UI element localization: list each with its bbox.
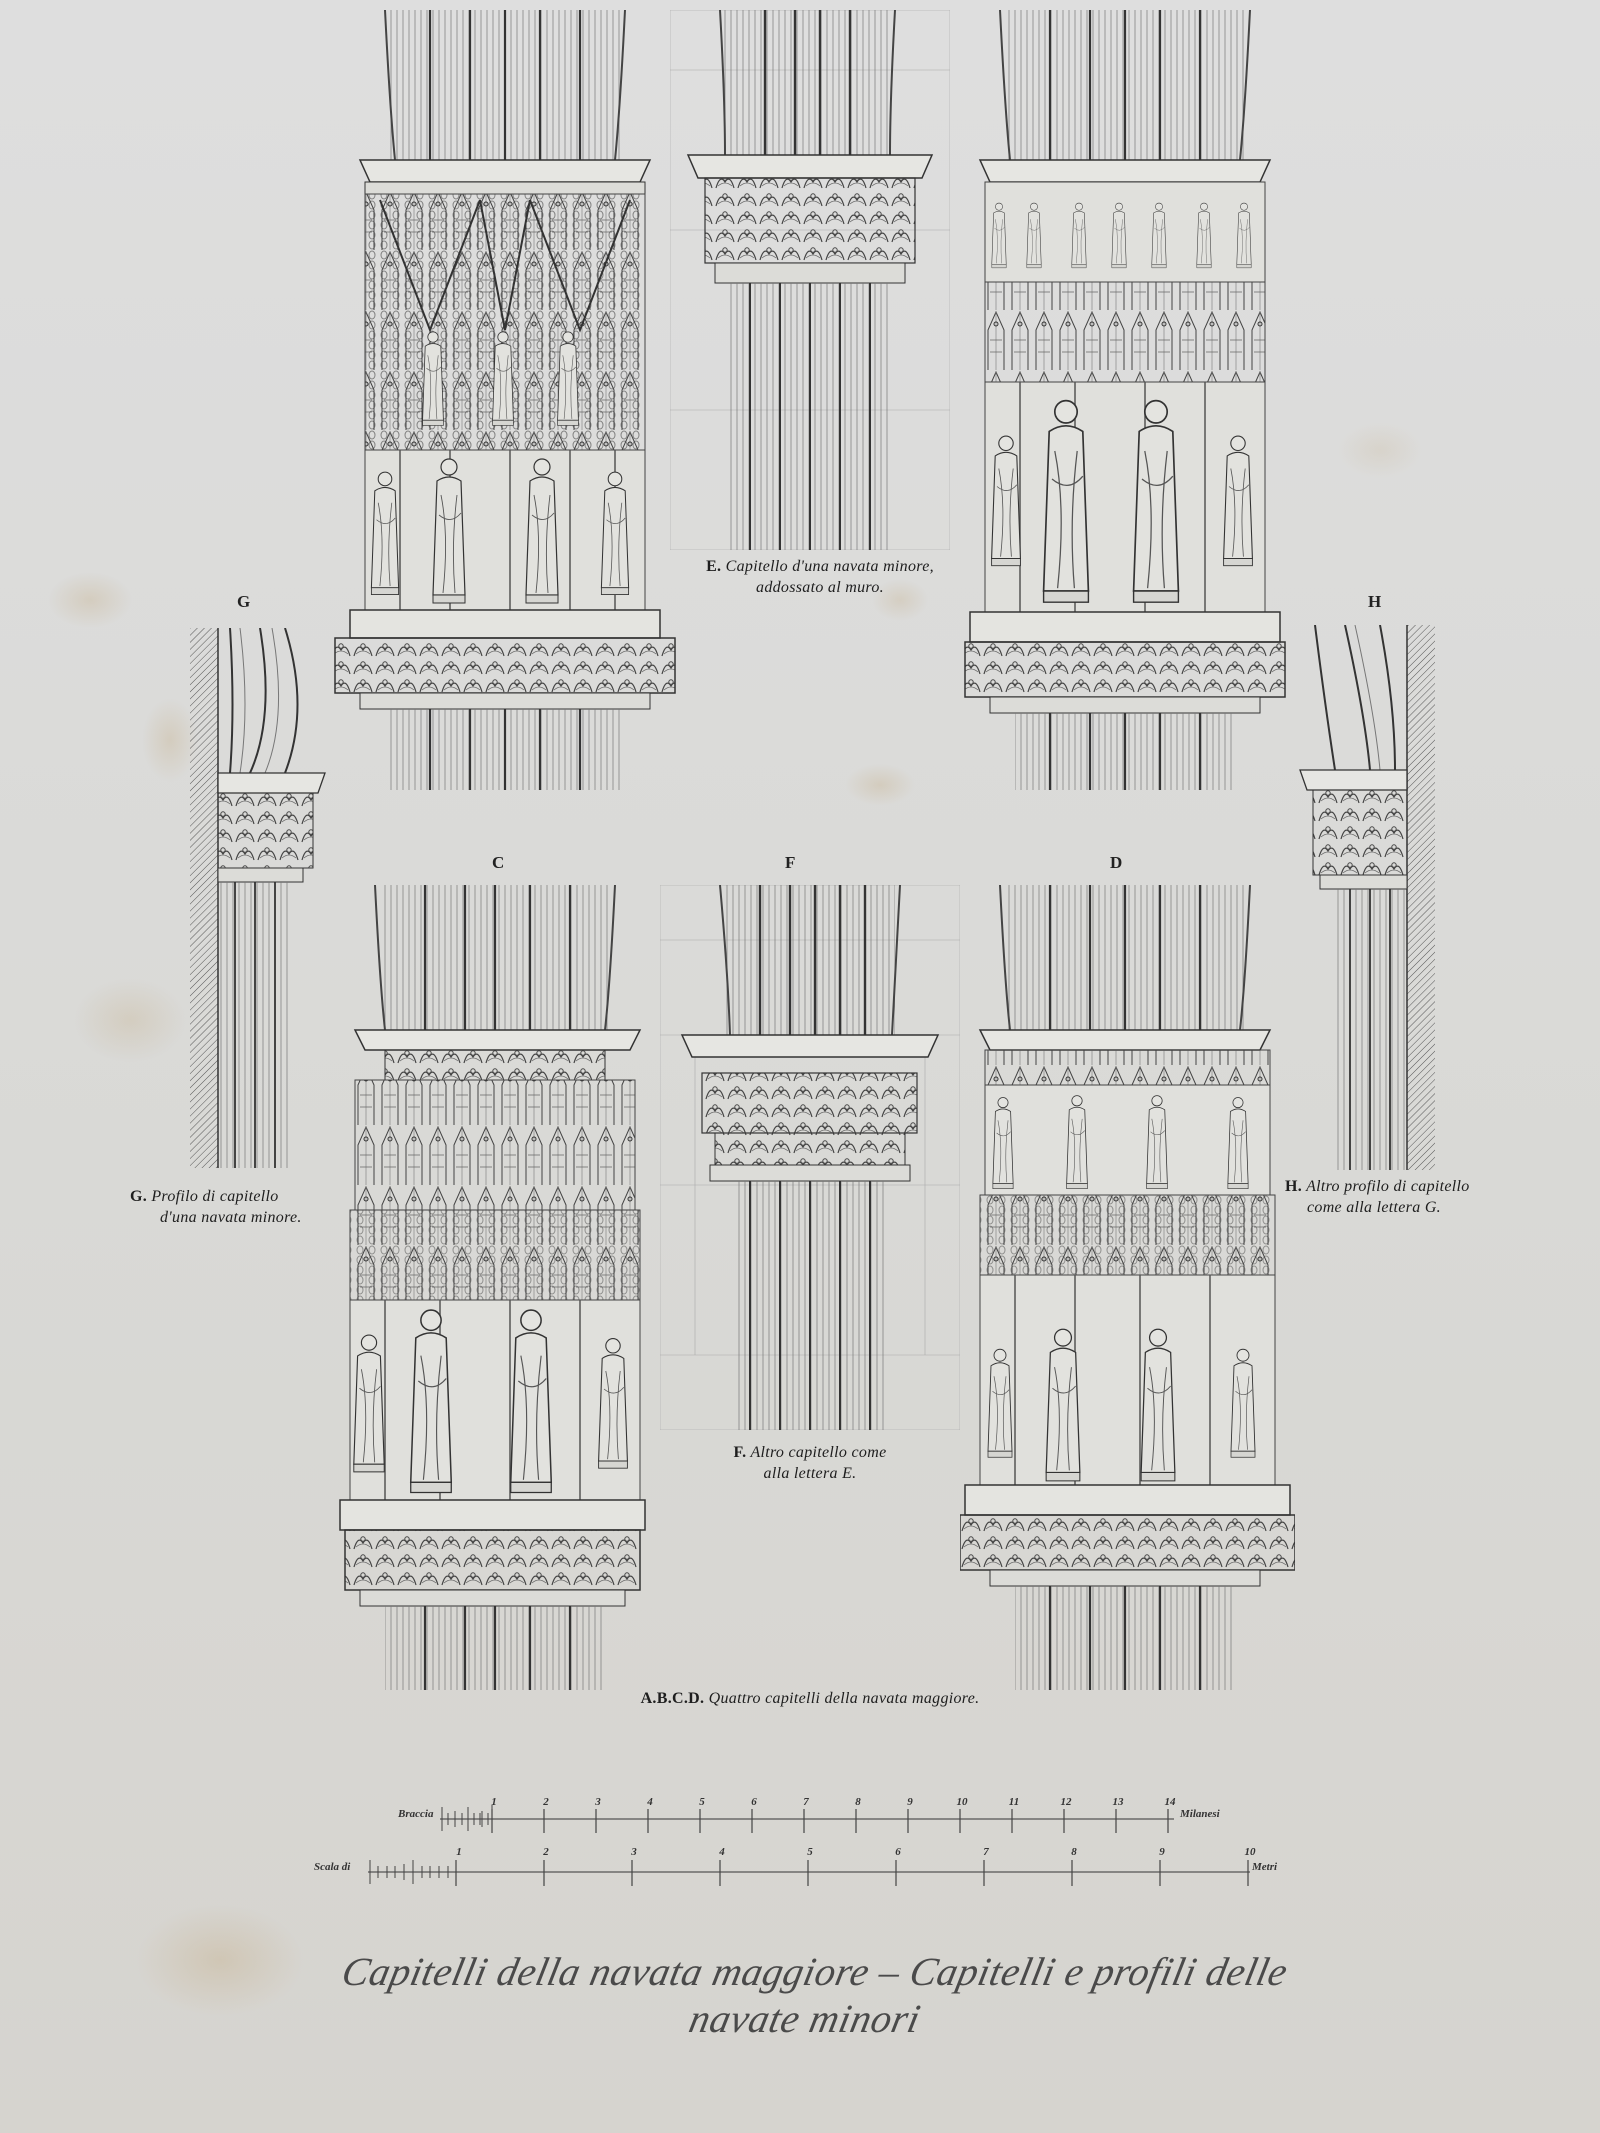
caption-e-line1: Capitello d'una navata minore, [725,558,934,575]
caption-e: E. Capitello d'una navata minore, addoss… [670,556,970,598]
scale-braccia-unit: Milanesi [1180,1808,1220,1820]
caption-g-line2: d'una navata minore. [160,1209,302,1226]
caption-h-line2: come alla lettera G. [1307,1199,1441,1216]
metri-tick-2: 2 [543,1846,549,1858]
braccia-tick-2: 2 [543,1796,549,1808]
braccia-tick-9: 9 [907,1796,913,1808]
braccia-tick-7: 7 [803,1796,809,1808]
braccia-tick-10: 10 [956,1796,968,1808]
figure-letter-g: G [237,592,251,611]
caption-h-letter: H. [1285,1178,1303,1195]
caption-h: H. Altro profilo di capitello come alla … [1285,1176,1515,1218]
column-d-drawing [960,885,1295,1690]
scale-braccia-bar [440,1805,1174,1833]
figure-letter-d: D [1110,853,1123,872]
figure-letter-h: H [1368,592,1382,611]
figure-letter-f: F [785,853,796,872]
caption-g: G. Profilo di capitello d'una navata min… [130,1186,330,1228]
braccia-tick-4: 4 [647,1796,653,1808]
braccia-tick-3: 3 [595,1796,601,1808]
metri-tick-3: 3 [631,1846,637,1858]
plate-title: Capitelli della navata maggiore – Capite… [338,1949,1292,2041]
caption-f: F. Altro capitello come alla lettera E. [690,1442,930,1484]
caption-e-letter: E. [706,558,722,575]
caption-g-letter: G. [130,1188,148,1205]
caption-e-line2: addossato al muro. [756,579,884,596]
braccia-tick-1: 1 [491,1796,497,1808]
caption-abcd: A.B.C.D. Quattro capitelli della navata … [560,1688,1060,1709]
braccia-tick-8: 8 [855,1796,861,1808]
metri-tick-5: 5 [807,1846,813,1858]
metri-tick-7: 7 [983,1846,989,1858]
scale-braccia-label: Braccia [398,1808,434,1820]
caption-f-line2: alla lettera E. [763,1465,857,1482]
profile-h-drawing [1295,625,1435,1170]
column-e-drawing [670,10,950,550]
caption-abcd-letters: A.B.C.D. [640,1690,705,1707]
metri-tick-10: 10 [1244,1846,1256,1858]
metri-tick-1: 1 [456,1846,462,1858]
caption-h-line1: Altro profilo di capitello [1306,1178,1470,1195]
scale-prefix-label: Scala di [314,1861,351,1873]
braccia-tick-12: 12 [1060,1796,1072,1808]
metri-tick-8: 8 [1071,1846,1077,1858]
scale-metri-bar [368,1860,1250,1886]
scale-metri-unit: Metri [1252,1861,1278,1873]
metri-tick-4: 4 [719,1846,725,1858]
caption-abcd-text: Quattro capitelli della navata maggiore. [708,1690,980,1707]
column-f-drawing [660,885,960,1430]
column-b-drawing [960,10,1290,790]
braccia-tick-6: 6 [751,1796,757,1808]
braccia-tick-5: 5 [699,1796,705,1808]
metri-tick-9: 9 [1159,1846,1165,1858]
metri-tick-6: 6 [895,1846,901,1858]
column-a-drawing [330,10,680,790]
caption-g-line1: Profilo di capitello [151,1188,279,1205]
column-c-drawing [330,885,660,1690]
braccia-tick-11: 11 [1008,1796,1020,1808]
braccia-tick-13: 13 [1112,1796,1124,1808]
figure-letter-c: C [492,853,505,872]
caption-f-letter: F. [733,1444,747,1461]
caption-f-line1: Altro capitello come [750,1444,887,1461]
profile-g-drawing [190,628,330,1168]
braccia-tick-14: 14 [1164,1796,1176,1808]
